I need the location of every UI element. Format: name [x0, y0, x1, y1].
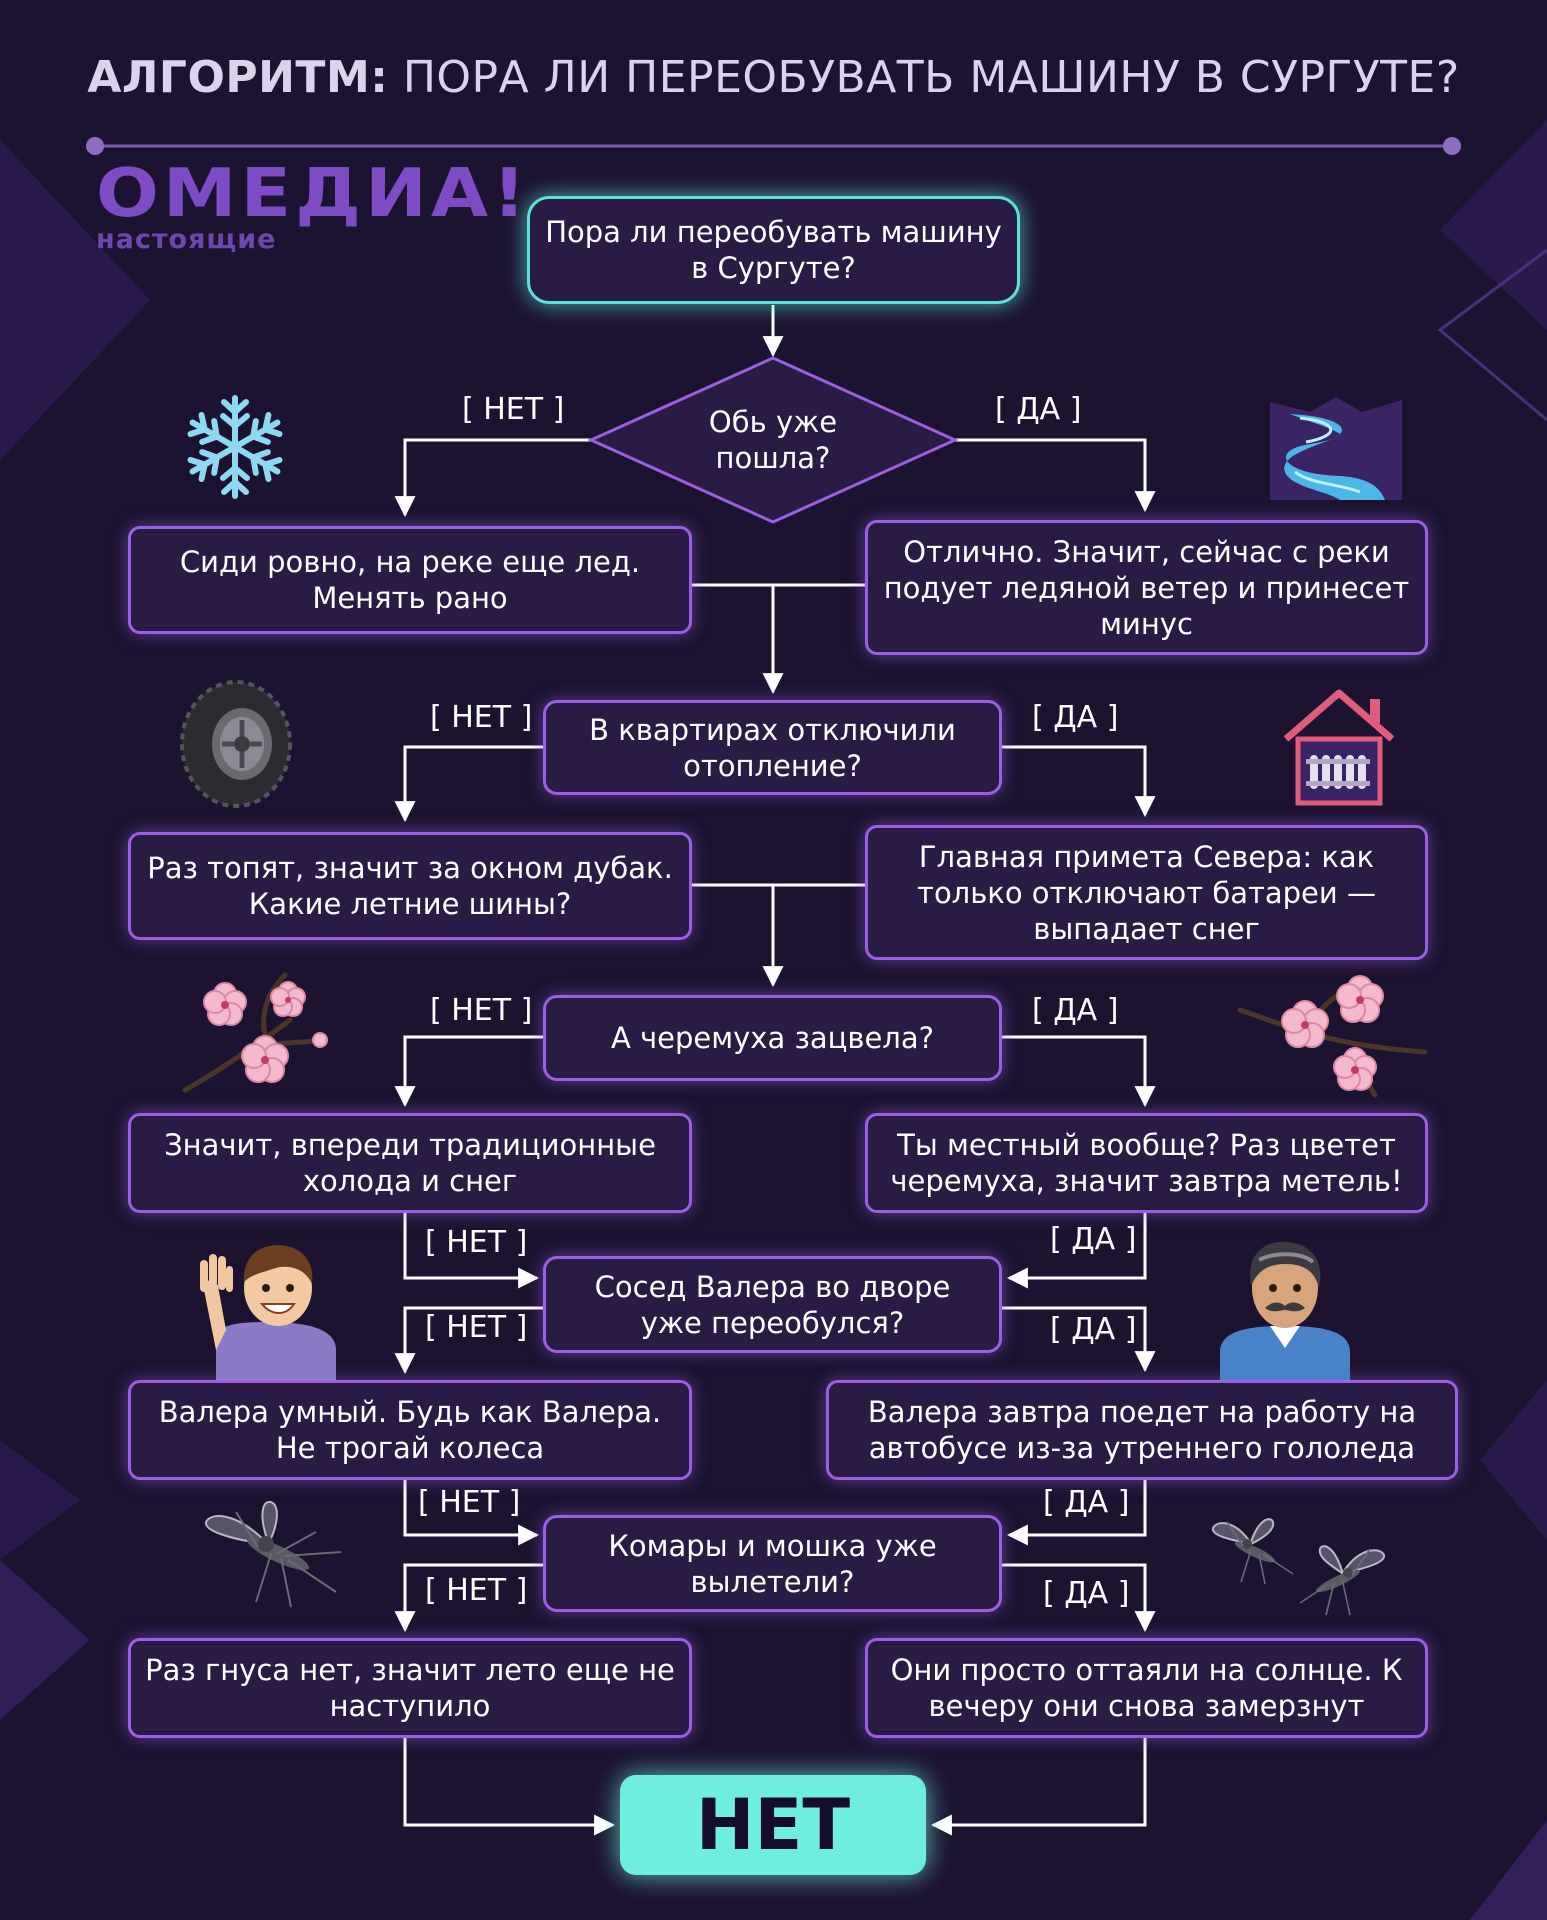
decision-q2: В квартирах отключили отопление?	[543, 700, 1002, 795]
label-yes: [ ДА ]	[1050, 1312, 1137, 1347]
outcome-q2-yes: Главная примета Севера: как только отклю…	[865, 825, 1428, 960]
mustache-man-icon	[1220, 1241, 1350, 1380]
outcome-q1-no: Сиди ровно, на реке еще лед. Менять рано	[128, 526, 692, 634]
outcome-q5-yes: Они просто оттаяли на солнце. К вечеру о…	[865, 1638, 1428, 1738]
label-yes: [ ДА ]	[1032, 993, 1119, 1028]
outcome-q4-no: Валера умный. Будь как Валера. Не трогай…	[128, 1380, 692, 1480]
label-yes: [ ДА ]	[1050, 1222, 1137, 1257]
label-no: [ НЕТ ]	[425, 1225, 528, 1260]
outcome-q5-no: Раз гнуса нет, значит лето еще не наступ…	[128, 1638, 692, 1738]
river-icon	[1270, 397, 1402, 500]
decision-q1-text: Обь уже пошла?	[708, 405, 838, 475]
label-no: [ НЕТ ]	[462, 392, 565, 427]
outcome-q4-yes: Валера завтра поедет на работу на автобу…	[826, 1380, 1458, 1480]
decision-q5: Комары и мошка уже вылетели?	[543, 1515, 1002, 1612]
snowflake-icon	[180, 395, 290, 505]
label-yes: [ ДА ]	[1032, 700, 1119, 735]
outcome-q3-yes: Ты местный вообще? Раз цветет черемуха, …	[865, 1113, 1428, 1213]
outcome-q1-yes: Отлично. Значит, сейчас с реки подует ле…	[865, 520, 1428, 655]
page-title: АЛГОРИТМ: ПОРА ЛИ ПЕРЕОБУВАТЬ МАШИНУ В С…	[87, 52, 1460, 103]
decision-q4: Сосед Валера во дворе уже переобулся?	[543, 1256, 1002, 1353]
end-node: НЕТ	[620, 1775, 926, 1875]
omedia-logo: ОМЕДИА! настоящие	[96, 160, 530, 255]
start-node: Пора ли переобувать машину в Сургуте?	[527, 196, 1020, 304]
label-no: [ НЕТ ]	[430, 700, 533, 735]
label-no: [ НЕТ ]	[425, 1310, 528, 1345]
outcome-q2-no: Раз топят, значит за окном дубак. Какие …	[128, 832, 692, 940]
label-yes: [ ДА ]	[1043, 1576, 1130, 1611]
mosquito-icon	[1299, 1545, 1385, 1616]
label-no: [ НЕТ ]	[418, 1485, 521, 1520]
label-no: [ НЕТ ]	[430, 993, 533, 1028]
logo-sub: настоящие	[96, 224, 277, 255]
label-no: [ НЕТ ]	[425, 1573, 528, 1608]
logo-main: ОМЕДИА!	[96, 154, 530, 232]
outcome-q3-no: Значит, впереди традиционные холода и сн…	[128, 1113, 692, 1213]
waving-man-icon	[200, 1245, 336, 1380]
tire-icon	[180, 680, 292, 808]
decision-q3: А черемуха зацвела?	[543, 995, 1002, 1081]
mosquito-icon	[1212, 1518, 1294, 1585]
radiator-house-icon	[1283, 689, 1395, 806]
cherry-blossom-icon	[182, 972, 328, 1093]
cherry-blossom-icon	[1237, 975, 1428, 1098]
label-yes: [ ДА ]	[1043, 1485, 1130, 1520]
decision-diamond-q1	[587, 356, 959, 524]
mosquito-icon	[205, 1501, 342, 1608]
label-yes: [ ДА ]	[995, 392, 1082, 427]
